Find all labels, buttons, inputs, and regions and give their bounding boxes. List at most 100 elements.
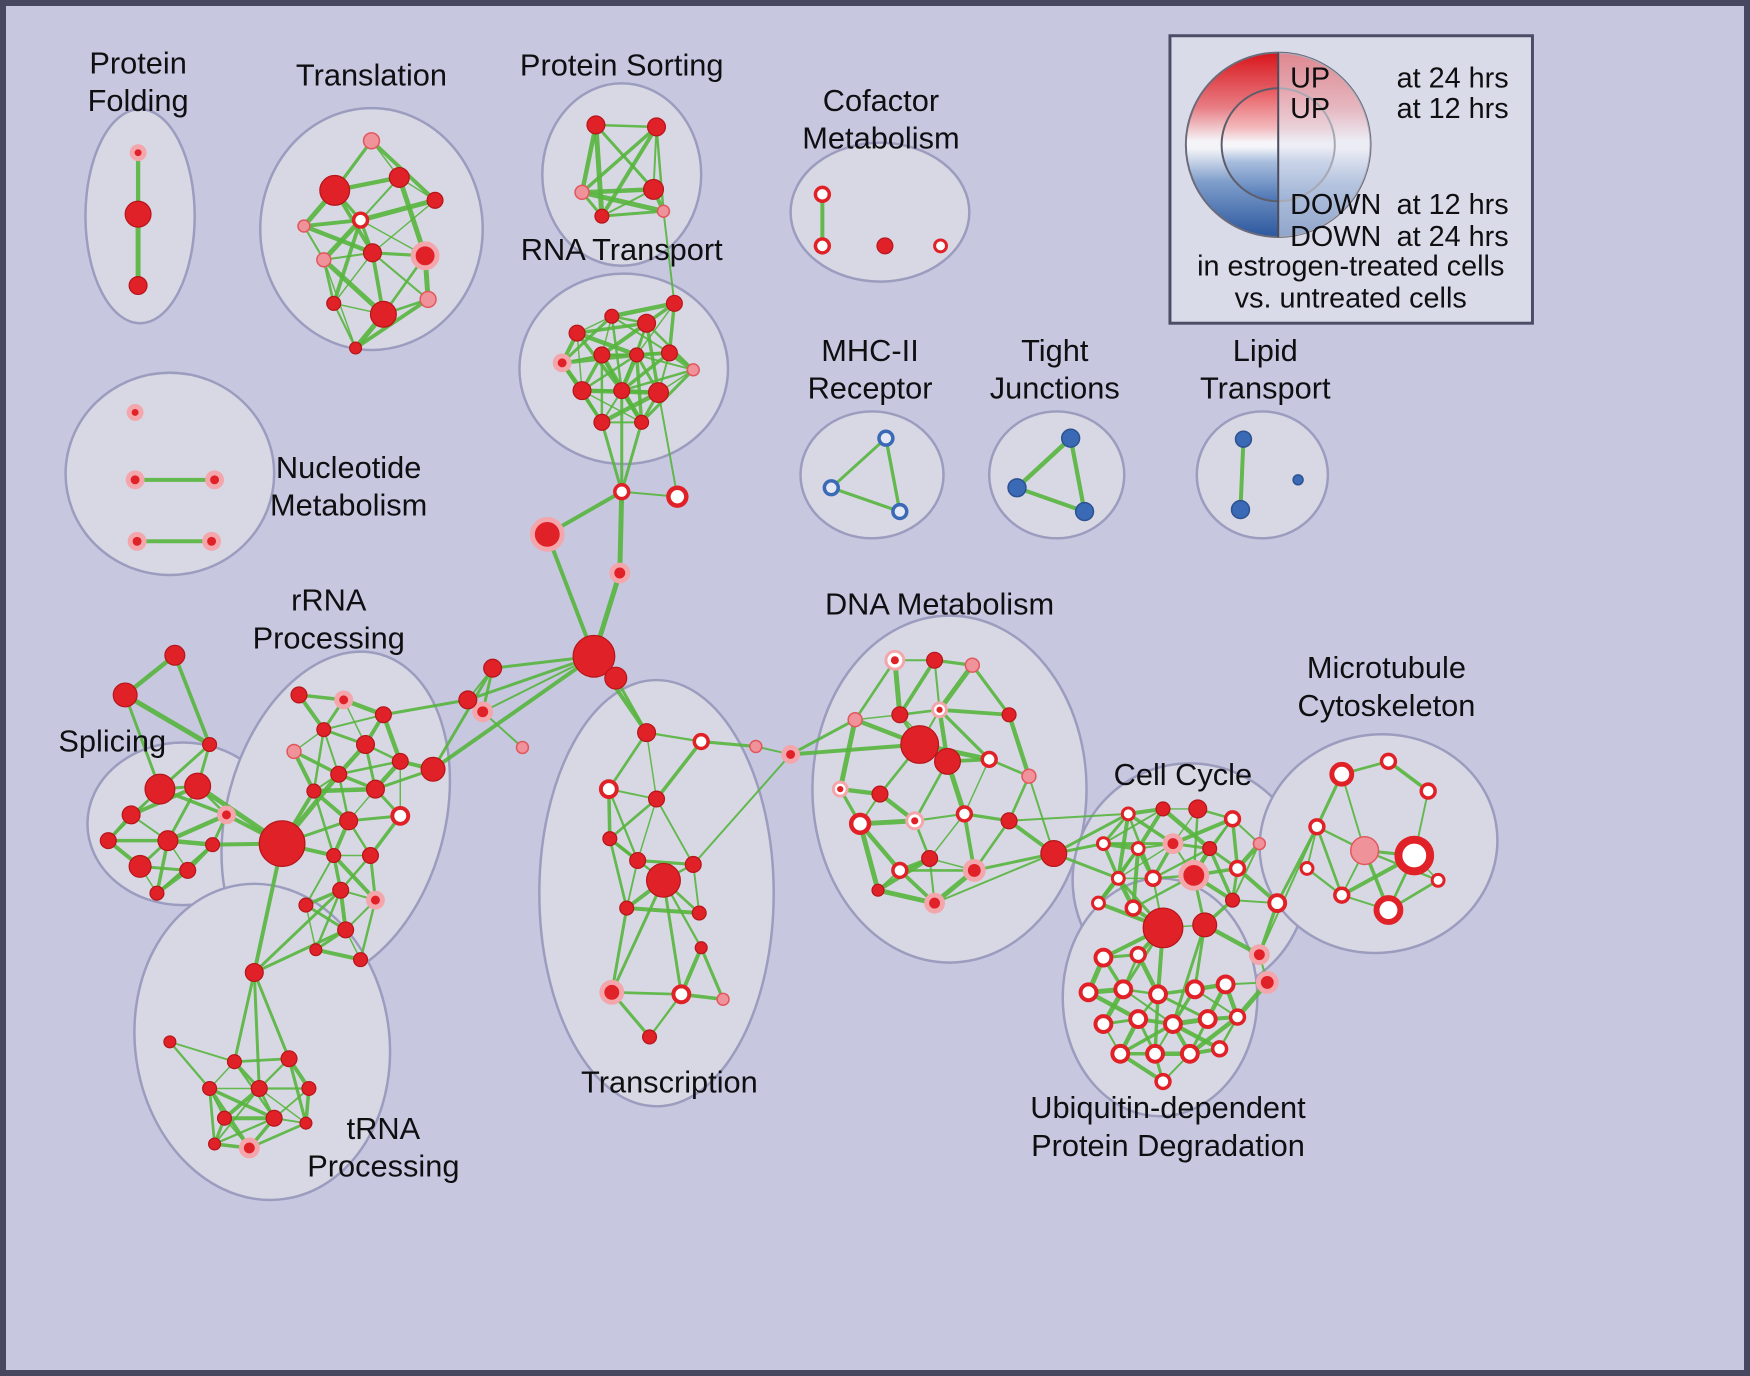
- network-edge: [359, 898, 377, 961]
- network-node: [1130, 841, 1146, 857]
- network-node: [1184, 979, 1205, 1000]
- network-edge: [600, 209, 665, 218]
- network-node: [1379, 752, 1398, 771]
- cluster-label: Receptor: [808, 371, 933, 406]
- network-node: [202, 1080, 218, 1097]
- network-node: [568, 324, 586, 342]
- cluster-label: Splicing: [58, 723, 166, 758]
- network-node: [572, 634, 616, 678]
- network-edge: [1238, 437, 1246, 512]
- network-edge: [312, 728, 326, 793]
- network-edge: [545, 532, 596, 659]
- network-node: [125, 470, 145, 490]
- legend-down12-time: at 12 hrs: [1397, 189, 1509, 221]
- network-edge: [636, 798, 658, 862]
- network-edge: [322, 713, 385, 731]
- network-node: [366, 890, 385, 910]
- network-node: [1215, 974, 1236, 995]
- network-edge: [857, 821, 881, 893]
- network-edge: [560, 314, 614, 365]
- network-node: [121, 805, 141, 825]
- network-node: [280, 1050, 298, 1068]
- network-node: [1110, 1043, 1131, 1064]
- network-edge: [655, 125, 665, 213]
- network-node: [552, 353, 572, 373]
- cluster-label: Microtubule: [1307, 650, 1466, 685]
- network-node-core: [890, 656, 899, 665]
- network-edge: [617, 489, 625, 576]
- network-edge: [1231, 842, 1261, 902]
- network-node: [217, 805, 236, 825]
- network-node: [848, 812, 872, 835]
- cluster-ellipse-mhc-ii-receptor: [799, 410, 945, 540]
- network-edge: [1170, 816, 1235, 846]
- network-edge: [609, 301, 677, 319]
- network-node-core: [837, 785, 844, 793]
- network-edge: [123, 693, 162, 791]
- network-node: [691, 905, 707, 921]
- cluster-label: RNA Transport: [521, 232, 723, 267]
- network-node: [426, 191, 444, 209]
- network-node: [921, 849, 939, 868]
- network-node: [665, 294, 683, 312]
- network-node: [362, 132, 381, 150]
- network-edge: [599, 390, 661, 425]
- network-node: [299, 1116, 313, 1130]
- network-edge: [1117, 842, 1174, 880]
- network-edge: [884, 436, 902, 514]
- network-node: [316, 252, 332, 268]
- network-edge: [661, 878, 683, 996]
- legend-down12-label: DOWN: [1290, 189, 1381, 221]
- network-node: [716, 992, 730, 1006]
- cluster-ellipse-lipid-transport: [1195, 410, 1330, 540]
- network-edge: [165, 812, 229, 843]
- network-node: [1299, 860, 1315, 876]
- network-edge: [233, 1057, 291, 1064]
- network-edge: [928, 813, 966, 860]
- network-node: [629, 851, 647, 870]
- network-node: [602, 831, 618, 847]
- network-node: [355, 734, 376, 755]
- network-edge: [1171, 923, 1207, 1026]
- network-node: [1308, 818, 1326, 836]
- network-node: [144, 773, 176, 805]
- network-node: [390, 805, 411, 826]
- cluster-label: Cofactor: [823, 83, 939, 118]
- network-node: [813, 237, 832, 255]
- network-edge: [331, 853, 378, 903]
- network-edge: [610, 906, 629, 994]
- network-node-core: [911, 817, 919, 825]
- network-edge: [304, 854, 335, 907]
- network-node: [353, 952, 369, 968]
- legend-up12-time: at 12 hrs: [1397, 93, 1509, 125]
- network-node: [326, 295, 342, 311]
- network-edge: [580, 125, 659, 195]
- network-node: [202, 531, 222, 551]
- network-node: [1210, 1040, 1229, 1058]
- network-edge: [636, 858, 695, 867]
- network-node: [362, 243, 383, 263]
- network-node: [126, 403, 144, 421]
- network-node: [891, 706, 909, 724]
- network-edge: [594, 123, 656, 191]
- network-edge: [1151, 847, 1211, 880]
- network-node: [933, 238, 948, 254]
- network-edge: [1207, 846, 1235, 902]
- network-node: [1228, 859, 1247, 878]
- network-node: [847, 712, 863, 728]
- network-edge: [287, 1057, 308, 1125]
- network-node: [1110, 870, 1126, 886]
- cluster-label: Metabolism: [802, 121, 959, 156]
- network-node: [205, 470, 224, 490]
- network-node: [420, 756, 446, 782]
- network-node: [1144, 869, 1162, 887]
- network-node: [574, 184, 590, 201]
- network-edge: [1102, 807, 1165, 845]
- network-node: [330, 765, 348, 783]
- network-edge: [1068, 436, 1087, 514]
- network-node: [316, 722, 332, 738]
- network-node: [529, 517, 565, 552]
- network-node: [692, 732, 710, 751]
- network-node: [660, 344, 678, 362]
